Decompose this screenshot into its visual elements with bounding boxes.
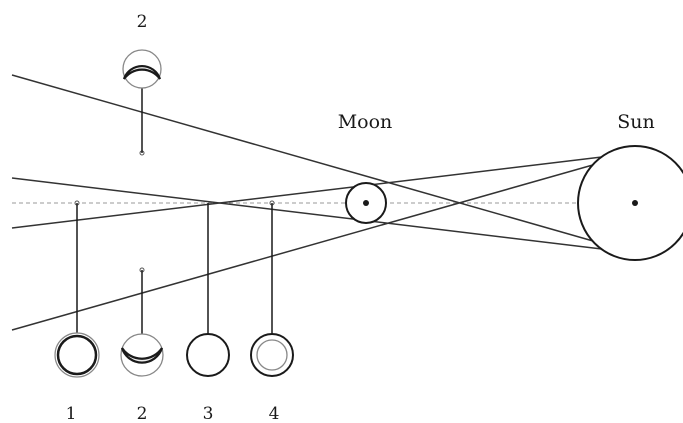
position-label-3: 3 (203, 404, 214, 423)
view-disk-4 (250, 333, 294, 377)
ray-umbra-lower (11, 152, 636, 229)
position-label-4: 4 (269, 404, 280, 423)
top-view-number: 2 (137, 12, 148, 32)
position-label-1: 1 (66, 404, 77, 423)
ray-penumbra-upper (11, 74, 636, 254)
moon-center-dot (363, 200, 369, 206)
view-disk-1 (54, 332, 100, 378)
sun-label: Sun (617, 111, 655, 133)
ray-umbra-upper (11, 177, 636, 254)
view-disk-3 (186, 333, 230, 377)
moon-label: Moon (338, 111, 393, 133)
view-disk-2-top (122, 49, 162, 89)
sun-disk (577, 145, 683, 261)
sun-center-dot (632, 200, 638, 206)
position-label-2: 2 (137, 404, 148, 423)
view-disk-2-bottom (120, 333, 164, 377)
ray-penumbra-lower (11, 152, 636, 331)
